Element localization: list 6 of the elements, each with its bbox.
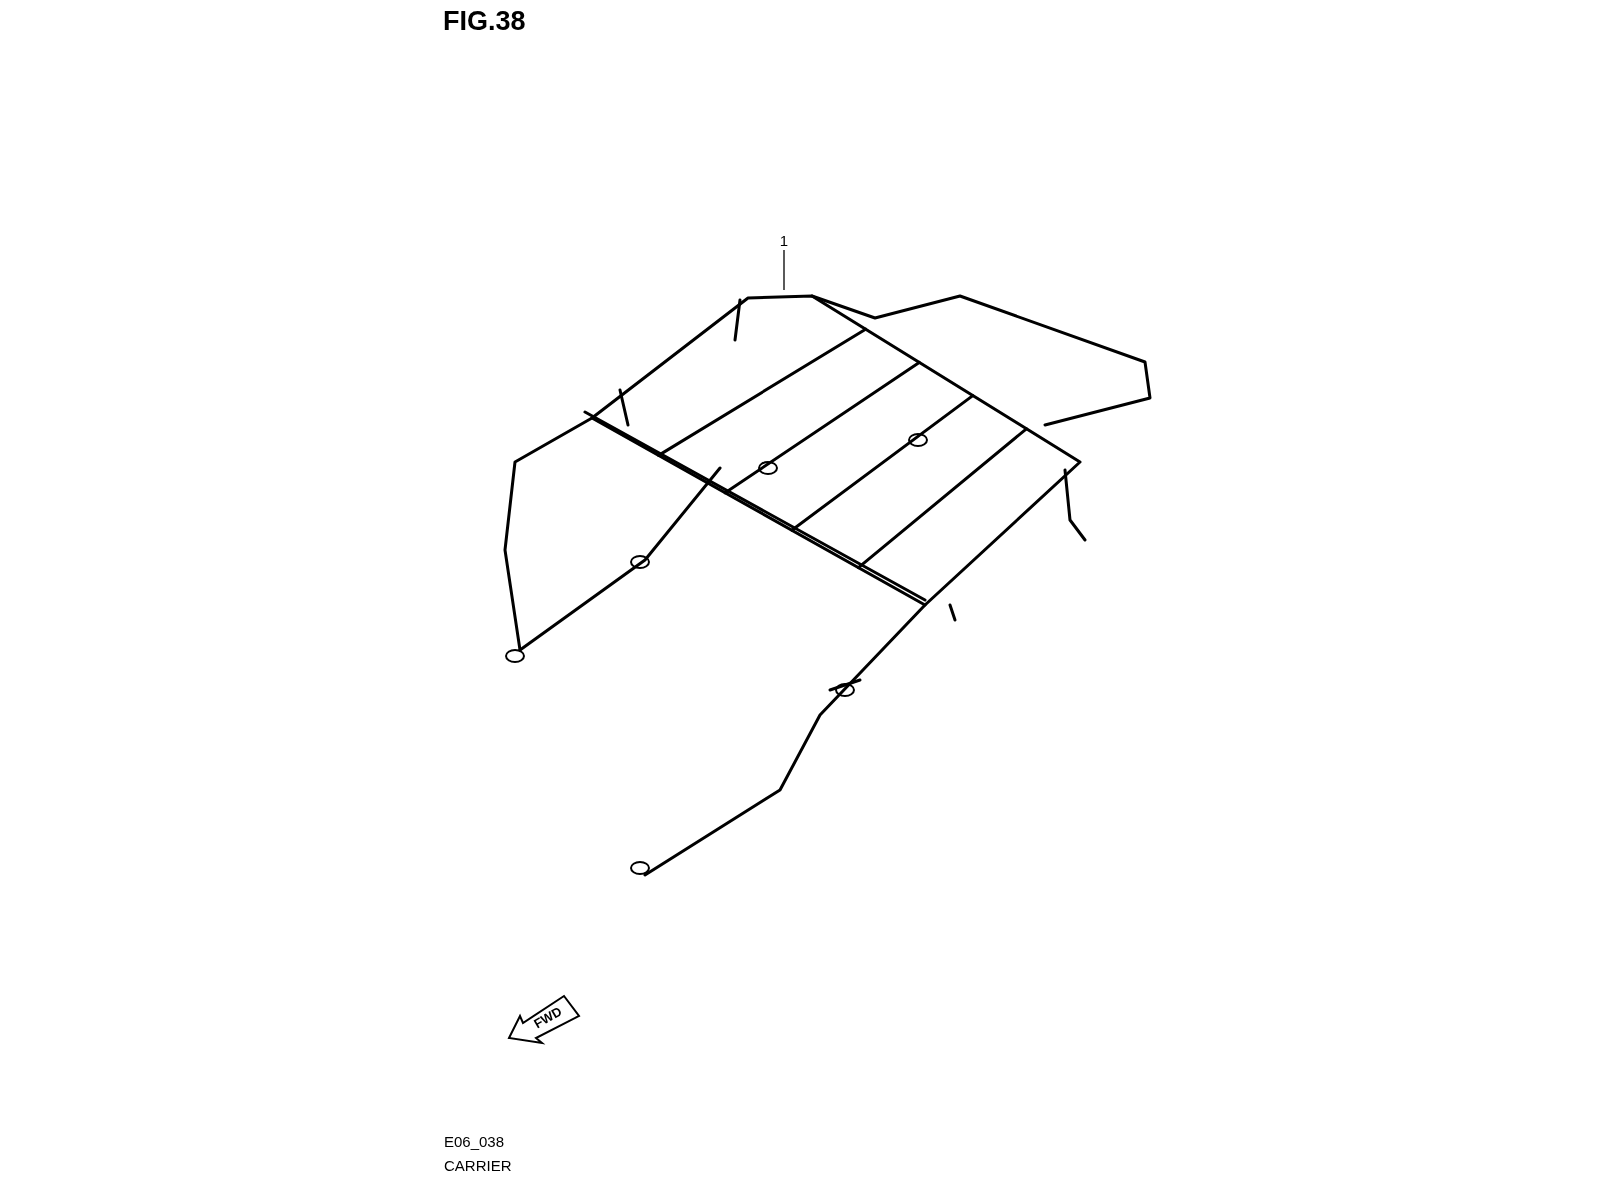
callout-number: 1	[777, 232, 791, 250]
figure-title: FIG.38	[443, 6, 526, 37]
leader-line	[783, 249, 785, 291]
figure-caption: CARRIER	[444, 1157, 512, 1174]
direction-label: FWD	[531, 1003, 565, 1032]
figure-code: E06_038	[444, 1133, 505, 1150]
